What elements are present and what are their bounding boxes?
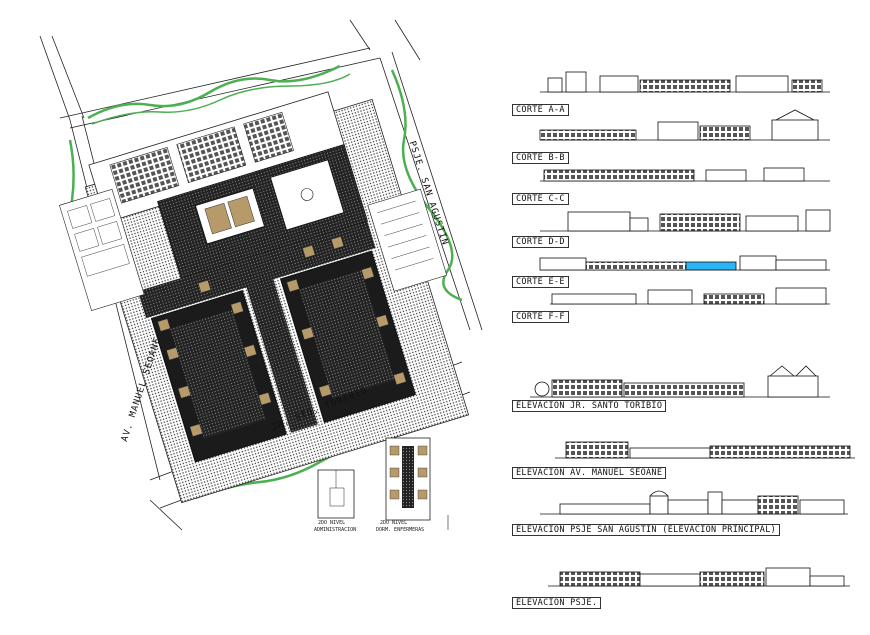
section-label-e: CORTE E-E — [512, 276, 569, 288]
elevation-label-manuel-seoane: ELEVACION AV. MANUEL SEOANE — [512, 467, 667, 479]
section-label-d: CORTE D-D — [512, 236, 569, 248]
section-label-a: CORTE A-A — [512, 104, 569, 116]
tree-row-top — [87, 64, 351, 125]
caption-dorm-name: DORM. ENFERMERAS — [376, 527, 425, 533]
tree-row-right — [390, 69, 463, 302]
section-label-b: CORTE B-B — [512, 152, 569, 164]
elevation-drawings — [530, 365, 855, 587]
section-label-c: CORTE C-C — [512, 193, 569, 205]
elevation-label-santo-toribio: ELEVACION JR. SANTO TORIBIO — [512, 400, 667, 412]
elevation-label-psje: ELEVACION PSJE. — [512, 597, 602, 609]
section-drawings — [539, 71, 831, 305]
annex-dormitory — [385, 437, 431, 521]
annex-admin — [317, 469, 355, 519]
caption-admin-name: ADMINISTRACION — [314, 527, 357, 533]
caption-dorm-level: 2DO NIVEL — [380, 520, 408, 526]
site-plan — [39, 19, 483, 531]
building-complex — [59, 91, 470, 504]
section-label-f: CORTE F-F — [512, 311, 569, 323]
elevation-label-san-agustin: ELEVACION PSJE SAN AGUSTIN (ELEVACION PR… — [512, 524, 781, 536]
caption-admin-level: 2DO NIVEL — [318, 520, 346, 526]
